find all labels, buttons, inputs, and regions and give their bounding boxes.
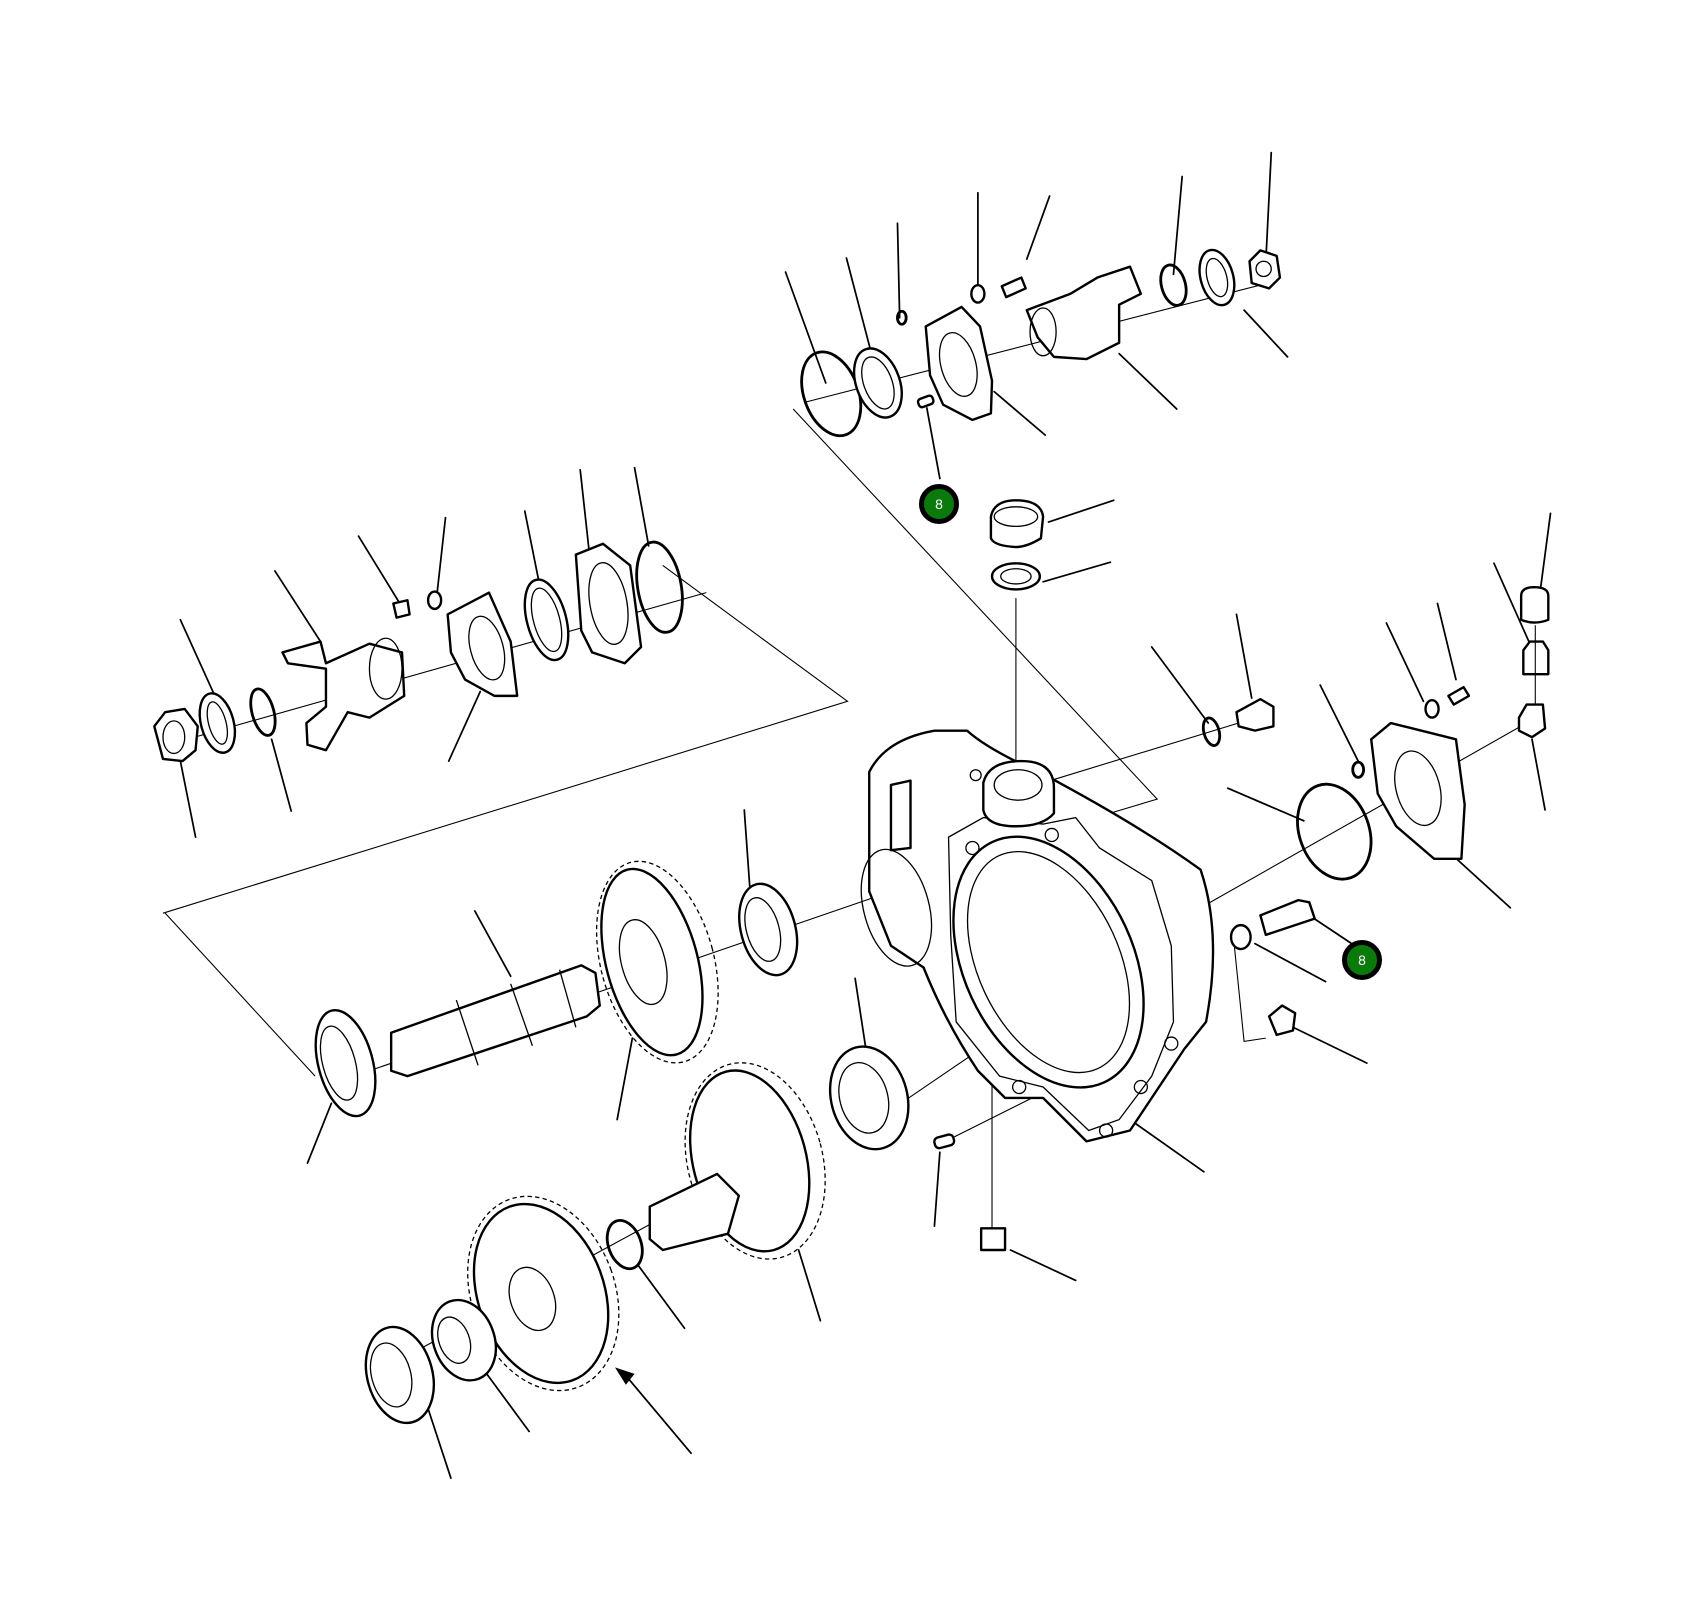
output-gear-train (364, 1045, 910, 1425)
callout-label: 8 (935, 496, 943, 512)
upper-output-group (800, 248, 1282, 438)
gearbox-housing (860, 729, 1215, 1143)
callout-label: 8 (1358, 952, 1366, 968)
breather-plug (989, 499, 1045, 591)
leader-lines (162, 151, 1552, 1480)
right-side-group (933, 586, 1550, 1252)
input-gear-train (314, 860, 799, 1118)
callout-badge-1[interactable]: 8 (919, 484, 959, 524)
callout-badge-2[interactable]: 8 (1342, 940, 1382, 980)
left-output-group (153, 540, 684, 763)
